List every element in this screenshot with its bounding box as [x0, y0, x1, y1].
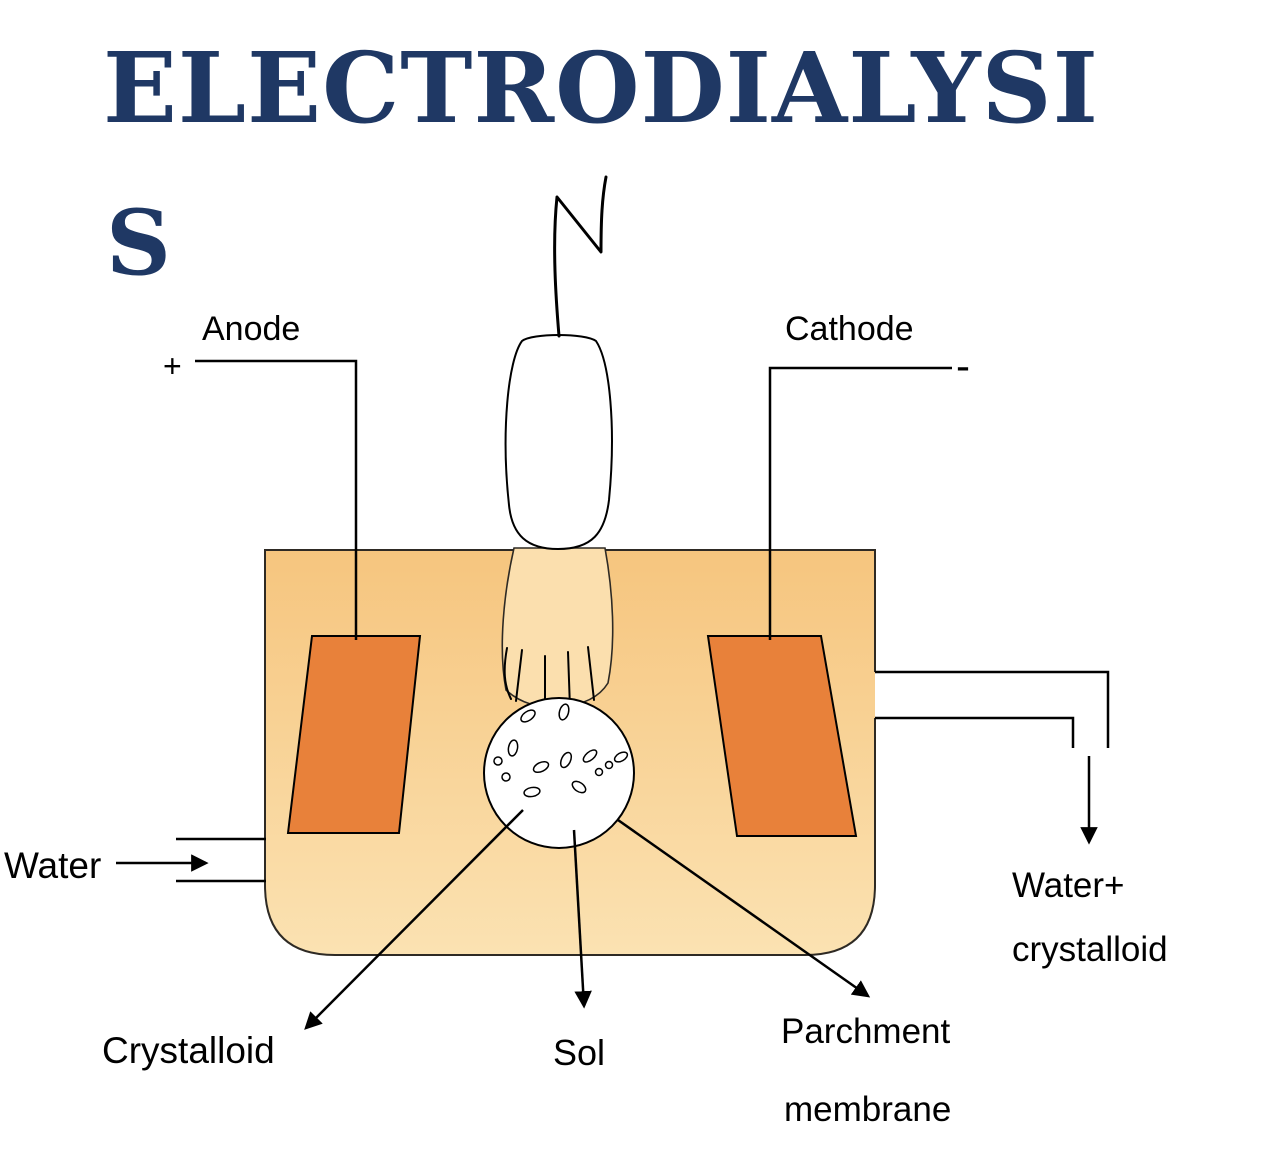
outlet-pipe	[875, 670, 1110, 748]
sol-label: Sol	[553, 1032, 606, 1073]
cathode-lead-wire	[768, 366, 952, 640]
tank-border	[264, 549, 876, 956]
cathode-label: Cathode	[785, 310, 914, 348]
page-title-line-1: ELECTRODIALYSI	[103, 31, 1099, 145]
water-inlet-pipe	[176, 837, 266, 883]
supply-wire	[553, 175, 608, 338]
cathode-electrode	[706, 635, 858, 837]
anode-plus-sign: +	[163, 348, 182, 384]
page-title-line-2: S	[106, 190, 172, 296]
water-outlet-label-line-1: Water+	[1012, 866, 1125, 905]
parchment-membrane-label-line-1: Parchment	[781, 1012, 951, 1051]
water-inlet-label: Water	[4, 845, 102, 886]
crystalloid-arrow	[304, 809, 524, 1030]
funnel-bulb	[504, 334, 613, 551]
crystalloid-label: Crystalloid	[102, 1030, 275, 1071]
anode-label: Anode	[202, 310, 301, 348]
water-outlet-label-line-2: crystalloid	[1012, 930, 1168, 969]
parchment-membrane-label-line-2: membrane	[784, 1090, 952, 1129]
sol-particles	[493, 703, 629, 798]
membrane-arrow	[617, 818, 871, 998]
anode-lead-wire	[195, 359, 358, 640]
sol-arrow	[572, 829, 592, 1009]
cathode-minus-sign: -	[956, 342, 970, 389]
anode-electrode	[286, 635, 422, 834]
